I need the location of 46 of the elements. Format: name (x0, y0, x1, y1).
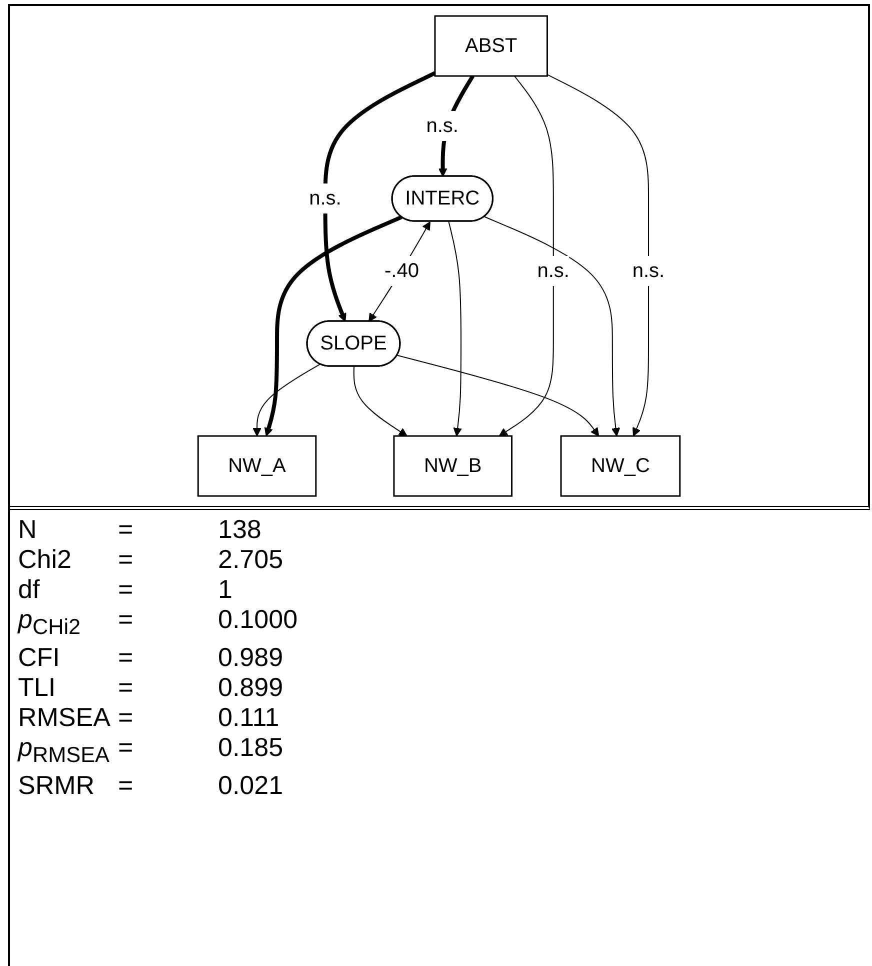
arrow (546, 74, 649, 436)
statistic-value: 0.1000 (218, 604, 298, 636)
arrow (368, 221, 430, 322)
arrow (264, 215, 402, 436)
arrow (353, 366, 408, 436)
equals-sign: = (118, 544, 134, 574)
equals-sign: = (118, 770, 134, 800)
statistic-value: 0.185 (218, 732, 284, 764)
statistic-name: TLI (18, 672, 56, 702)
statistic-name: p$_{RMSEA}$ (18, 732, 110, 770)
statistic-value: 2.705 (218, 544, 284, 574)
arrow (396, 354, 600, 436)
arrow (484, 216, 620, 436)
equals-sign: = (118, 672, 134, 702)
arrow (323, 71, 436, 322)
statistic-value: 0.021 (218, 770, 284, 800)
node-box: NW_A (197, 435, 317, 497)
statistic-value: 0.899 (218, 672, 284, 702)
statistic-value: 138 (218, 514, 262, 544)
equals-sign: = (118, 732, 134, 764)
statistic-name: RMSEA (18, 702, 110, 732)
node-box: NW_B (393, 435, 513, 497)
edge-label: -.40 (384, 260, 419, 282)
statistic-value: 0.111 (218, 702, 280, 732)
statistic-name: p$_{CHi2}$ (18, 604, 81, 642)
arrow (448, 221, 462, 436)
equals-sign: = (118, 514, 134, 544)
arrow (252, 364, 321, 436)
edge-label: n.s. (537, 260, 570, 282)
edge-label: n.s. (309, 188, 342, 210)
statistic-value: 1 (218, 574, 232, 604)
statistic-name: Chi2 (18, 544, 72, 574)
statistic-name: N (18, 514, 37, 544)
equals-sign: = (118, 642, 134, 672)
arrow (498, 76, 554, 436)
statistic-value: 0.989 (218, 642, 284, 672)
edge-label: n.s. (426, 115, 458, 137)
equals-sign: = (118, 604, 134, 636)
statistic-name: df (18, 574, 40, 604)
edge-label: n.s. (632, 260, 665, 282)
equals-sign: = (118, 574, 134, 604)
statistic-name: SRMR (18, 770, 95, 800)
node-box: NW_C (560, 435, 681, 497)
node-box: ABST (434, 15, 548, 77)
equals-sign: = (118, 702, 134, 732)
statistic-name: CFI (18, 642, 60, 672)
